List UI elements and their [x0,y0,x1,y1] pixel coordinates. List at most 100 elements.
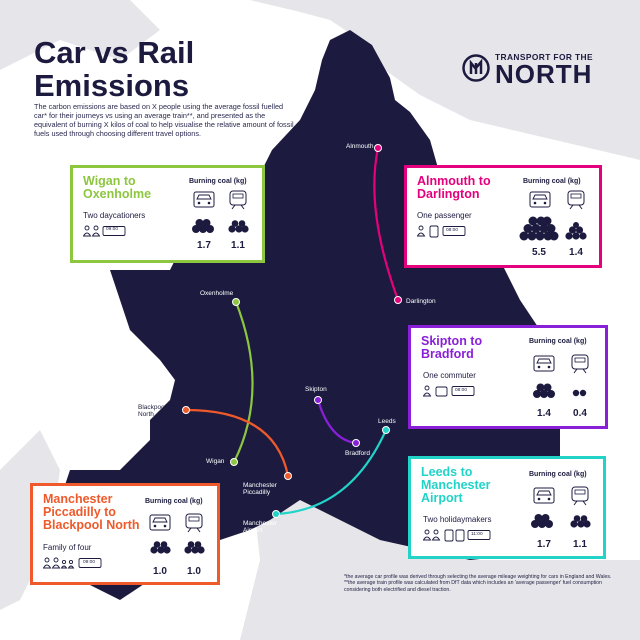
card-alnmouth-darlington: Alnmouth to Darlington Burning coal (kg)… [404,165,602,268]
route-line-leeds [275,429,388,516]
ticket-time: 09:00 [106,227,119,232]
passenger-text: Two daycationers [83,211,146,220]
ticket-time: 08:00 [455,388,468,393]
ticket-icon [442,226,466,236]
coal-icon [531,514,553,528]
person-icon [417,225,426,237]
suitcase-icon [429,225,439,238]
person-icon [423,385,432,397]
person-icon [423,529,432,541]
person-icon [43,557,52,569]
label-darlington: Darlington [406,298,436,305]
coal-icon [192,219,214,233]
label-bradford: Bradford [345,450,370,457]
footnote-train: **the average train profile was calculat… [344,580,602,593]
person-icon [60,559,68,569]
coal-icon [184,541,205,554]
train-icon [185,513,203,533]
logo-tagline: TRANSPORT FOR THE [495,52,593,62]
suitcase-icon [444,529,454,542]
car-coal-value: 5.5 [532,247,546,258]
suitcase-icon [455,529,465,542]
card-leeds-manchester-airport: Leeds to Manchester Airport Burning coal… [408,456,606,559]
station-oxenholme [232,298,240,306]
passenger-text: Family of four [43,543,92,552]
person-icon [51,557,61,569]
coal-header: Burning coal (kg) [529,471,587,478]
person-icon [83,225,92,237]
ticket-time: 11:00 [471,532,483,537]
ticket-icon [78,558,102,568]
card-manchester-blackpool: Manchester Piccadilly to Blackpool North… [30,483,220,585]
passenger-icons [43,557,102,569]
train-coal-value: 0.4 [573,408,587,419]
train-coal-value: 1.1 [231,240,245,251]
station-bradford [352,439,360,447]
coal-icon [228,220,249,233]
coal-icon [572,389,587,397]
label-leeds: Leeds [378,418,396,425]
car-coal-value: 1.7 [537,539,551,550]
label-manchester-piccadilly: Manchester Piccadilly [243,482,277,496]
route-title: Manchester Piccadilly to Blackpool North [43,492,140,532]
ticket-time: 09:00 [83,560,96,565]
train-icon [571,486,589,506]
coal-icon [570,515,591,528]
car-icon [149,514,171,531]
passenger-icons [423,529,491,542]
train-icon [567,190,585,210]
person-icon [431,529,441,541]
car-icon [529,191,551,208]
scotland-land [250,0,640,160]
passenger-text: One commuter [423,371,476,380]
coal-header: Burning coal (kg) [189,178,247,185]
passenger-icons [423,385,475,397]
station-alnmouth [374,144,382,152]
station-darlington [394,296,402,304]
label-alnmouth: Alnmouth [346,143,374,150]
passenger-icons [83,225,126,237]
passenger-text: Two holidaymakers [423,515,492,524]
route-line-manchester [185,408,290,477]
passenger-icons [417,225,466,238]
route-line-wigan [233,301,254,463]
card-wigan-oxenholme: Wigan to Oxenholme Burning coal (kg) Two… [70,165,265,263]
car-icon [533,355,555,372]
station-wigan [230,458,238,466]
label-blackpool: Blackpool North [138,404,167,418]
ticket-icon [467,530,491,540]
intro-text: The carbon emissions are based on X peop… [34,102,294,138]
route-title: Wigan to Oxenholme [83,174,152,201]
ticket-time: 08:00 [446,228,459,233]
card-skipton-bradford: Skipton to Bradford Burning coal (kg) On… [408,325,608,429]
car-coal-value: 1.7 [197,240,211,251]
route-title: Alnmouth to Darlington [417,174,491,201]
coal-icon [519,216,559,241]
west-land [0,0,160,70]
train-coal-value: 1.1 [573,539,587,550]
car-icon [193,191,215,208]
route-line-alnmouth [373,147,400,301]
coal-header: Burning coal (kg) [529,338,587,345]
logo-wordmark: NORTH [495,59,593,89]
footnote-car: *the average car profile was derived thr… [344,574,612,580]
train-coal-value: 1.4 [569,247,583,258]
station-blackpool [182,406,190,414]
station-leeds [382,426,390,434]
person-icon [91,225,101,237]
car-coal-value: 1.0 [153,566,167,577]
coal-header: Burning coal (kg) [145,498,203,505]
passenger-text: One passenger [417,211,472,220]
train-icon [229,190,247,210]
coal-icon [565,222,587,240]
train-icon [571,354,589,374]
ticket-icon [102,226,126,236]
footnotes: *the average car profile was derived thr… [344,574,624,593]
tfn-logo-icon [462,54,490,82]
tfn-logo: TRANSPORT FOR THE NORTH [462,50,622,90]
station-manchester-piccadilly [284,472,292,480]
person-icon [67,559,75,569]
ticket-icon [451,386,475,396]
label-manchester-airport: Manchester Airport [243,520,277,534]
